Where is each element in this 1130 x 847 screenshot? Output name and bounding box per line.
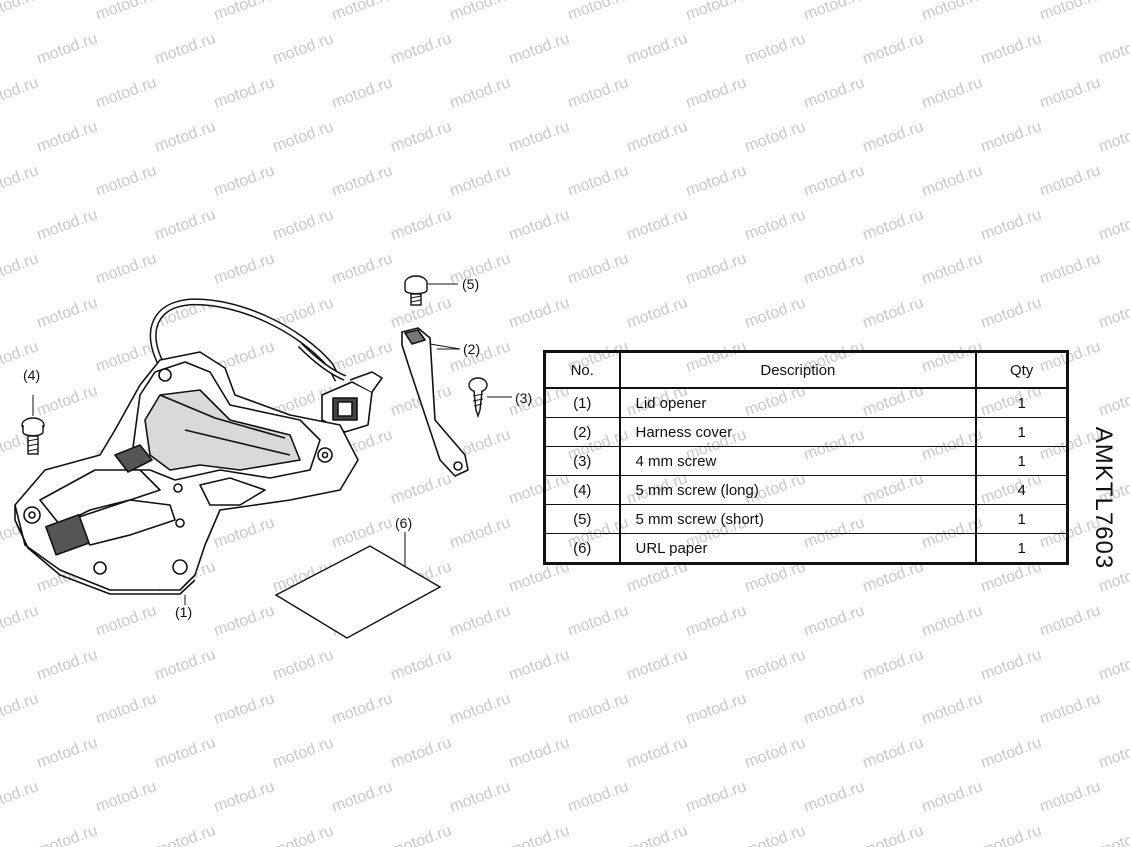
parts-table: No. Description Qty (1) Lid opener 1 (2)… [543, 350, 1069, 565]
callout-2: (2) [463, 341, 481, 357]
header-description: Description [619, 351, 978, 389]
cell-qty: 4 [975, 475, 1069, 505]
callout-4: (4) [23, 367, 41, 383]
callout-5: (5) [462, 276, 480, 292]
table-row: (5) 5 mm screw (short) 1 [544, 504, 1069, 534]
table-row: (6) URL paper 1 [544, 533, 1069, 564]
table-row: (1) Lid opener 1 [544, 387, 1069, 418]
cell-qty: 1 [975, 417, 1069, 447]
figure-code: AMKTL7603 [1090, 426, 1117, 570]
cell-description: Harness cover [619, 417, 978, 447]
cell-no: (5) [544, 504, 621, 534]
cell-description: URL paper [619, 533, 978, 564]
cell-qty: 1 [975, 504, 1069, 534]
cell-no: (3) [544, 446, 621, 476]
cell-no: (4) [544, 475, 621, 505]
lid-opener-drawing [14, 298, 383, 605]
header-qty: Qty [975, 351, 1069, 389]
cell-description: 4 mm screw [619, 446, 978, 476]
cell-no: (2) [544, 417, 621, 447]
cell-description: 5 mm screw (long) [619, 475, 978, 505]
screw-5mm-long-drawing [21, 395, 45, 455]
harness-cover-drawing [401, 327, 469, 477]
callout-3: (3) [515, 390, 533, 406]
cell-qty: 1 [975, 387, 1069, 418]
cell-description: Lid opener [619, 387, 978, 418]
url-paper-drawing [274, 532, 442, 639]
cell-qty: 1 [975, 446, 1069, 476]
table-row: (3) 4 mm screw 1 [544, 446, 1069, 476]
callout-6: (6) [395, 515, 413, 531]
table-row: (2) Harness cover 1 [544, 417, 1069, 447]
screw-5mm-short-drawing [404, 275, 458, 306]
table-row: (4) 5 mm screw (long) 4 [544, 475, 1069, 505]
callout-1: (1) [175, 604, 193, 620]
screw-4mm-drawing [468, 377, 512, 419]
table-header-row: No. Description Qty [544, 351, 1069, 389]
cell-description: 5 mm screw (short) [619, 504, 978, 534]
cell-qty: 1 [975, 533, 1069, 564]
cell-no: (6) [544, 533, 621, 564]
cell-no: (1) [544, 387, 621, 418]
header-no: No. [544, 351, 621, 389]
